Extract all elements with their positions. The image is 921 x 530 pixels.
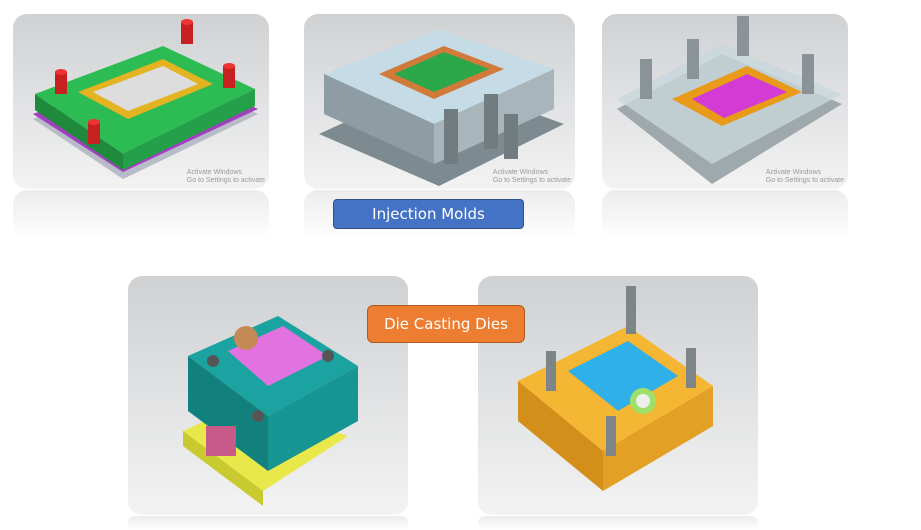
- injection-molds-label: Injection Molds: [333, 199, 524, 229]
- image-reflection: [13, 190, 269, 240]
- image-reflection: [478, 516, 758, 530]
- watermark-line: Go to Settings to activate: [765, 177, 844, 184]
- watermark-line: Go to Settings to activate: [186, 177, 265, 184]
- die-casting-dies-label: Die Casting Dies: [367, 305, 525, 343]
- die-casting-die-image-1: [128, 276, 408, 515]
- watermark-line: Activate Windows: [186, 169, 243, 176]
- watermark-line: Activate Windows: [765, 169, 822, 176]
- watermark-line: Activate Windows: [492, 169, 549, 176]
- watermark-line: Go to Settings to activate: [492, 177, 571, 184]
- image-reflection: [128, 516, 408, 530]
- image-reflection: [602, 190, 848, 240]
